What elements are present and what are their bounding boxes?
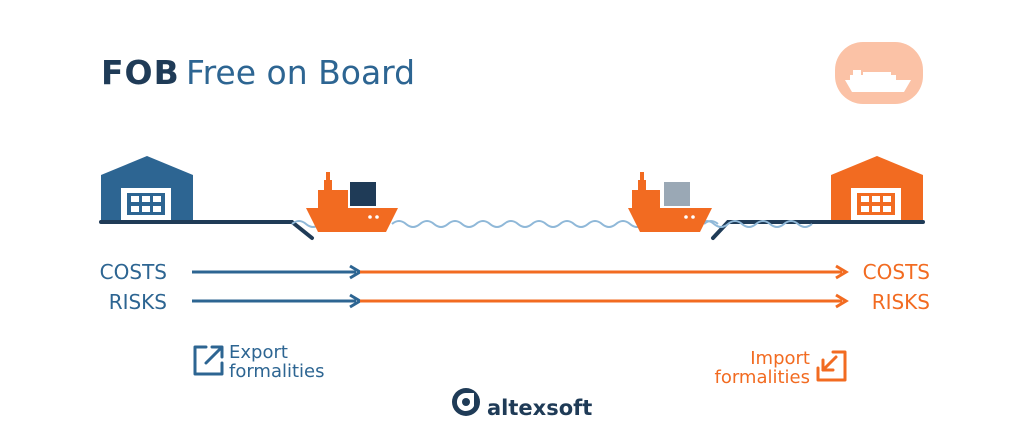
seller-costs-label: COSTS bbox=[99, 260, 167, 284]
altexsoft-logo-icon bbox=[452, 388, 480, 416]
origin-ship-icon bbox=[306, 172, 398, 232]
title-full-name: Free on Board bbox=[186, 53, 416, 92]
export-arrow-icon bbox=[193, 345, 224, 376]
buyer-risks-label: RISKS bbox=[871, 290, 930, 314]
export-formalities-line1: Export bbox=[229, 342, 288, 363]
buyer-costs-label: COSTS bbox=[862, 260, 930, 284]
origin-dock bbox=[99, 220, 314, 240]
cargo-ship-icon bbox=[845, 70, 911, 92]
export-formalities-label: Export formalities bbox=[229, 343, 325, 381]
import-formalities-line2: formalities bbox=[714, 367, 810, 388]
destination-ship-icon bbox=[628, 172, 712, 232]
seller-warehouse-icon bbox=[101, 156, 193, 220]
destination-dock bbox=[711, 220, 925, 240]
cargo-ship-badge bbox=[835, 42, 923, 104]
sea-wave bbox=[391, 220, 813, 228]
title-abbreviation: FOB bbox=[101, 53, 180, 92]
brand-name: altexsoft bbox=[487, 396, 593, 420]
buyer-warehouse-icon bbox=[831, 156, 923, 220]
import-arrow-icon bbox=[816, 350, 847, 382]
import-formalities-line1: Import bbox=[750, 348, 810, 369]
import-formalities-label: Import formalities bbox=[690, 349, 810, 387]
seller-risks-label: RISKS bbox=[108, 290, 167, 314]
export-formalities-line2: formalities bbox=[229, 361, 325, 382]
